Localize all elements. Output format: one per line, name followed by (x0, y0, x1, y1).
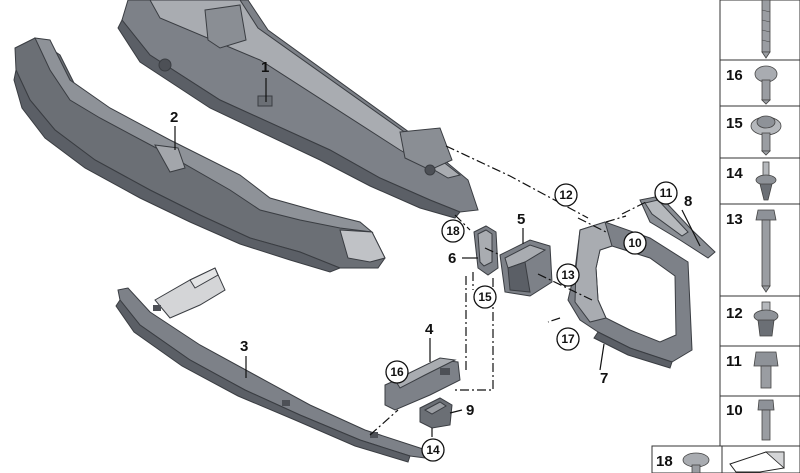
leader-lines (369, 145, 647, 440)
callout-1: 1 (261, 59, 269, 76)
part-4-bracket (384, 357, 461, 411)
callout-9: 9 (466, 402, 474, 419)
callout-16: 16 (385, 360, 409, 384)
legend-label-15: 15 (726, 115, 743, 132)
callout-12: 12 (554, 183, 578, 207)
callout-6: 6 (448, 250, 456, 267)
callouts-plain: 1 2 3 4 5 6 7 8 9 (170, 59, 692, 419)
nut-12-icon (753, 301, 779, 337)
callout-14: 14 (421, 438, 445, 462)
part-2-absorber (13, 37, 386, 273)
svg-text:13: 13 (561, 268, 575, 282)
callouts-circled: 10 11 12 13 14 15 16 17 (385, 181, 678, 462)
callout-3: 3 (240, 338, 248, 355)
part-9-clip (419, 397, 453, 429)
callout-7: 7 (600, 370, 608, 387)
svg-text:11: 11 (660, 186, 673, 200)
callout-5: 5 (517, 211, 525, 228)
callout-2: 2 (170, 109, 178, 126)
legend-label-18: 18 (656, 453, 673, 470)
bolt-10-icon (757, 399, 775, 441)
svg-text:12: 12 (559, 188, 573, 202)
svg-text:14: 14 (426, 443, 440, 457)
screw-16-icon (754, 65, 778, 105)
svg-text:15: 15 (478, 290, 492, 304)
callout-13: 13 (556, 263, 580, 287)
fastener-legend: 16 15 14 13 (651, 0, 800, 473)
long-bolt-icon (761, 0, 771, 59)
legend-label-12: 12 (726, 305, 743, 322)
part-7-frame (567, 221, 693, 369)
bolt-13-icon (755, 209, 777, 293)
part-5-bracket (499, 239, 553, 297)
callout-18: 18 (441, 219, 465, 243)
legend-label-13: 13 (726, 211, 743, 228)
callout-17: 17 (556, 327, 580, 351)
washer-screw-15-icon (750, 115, 782, 156)
legend-label-10: 10 (726, 402, 743, 419)
callout-11: 11 (654, 181, 678, 205)
part-6-bracket (473, 225, 499, 276)
svg-text:16: 16 (390, 365, 404, 379)
legend-label-16: 16 (726, 67, 743, 84)
clip-14-icon (755, 161, 777, 201)
svg-text:18: 18 (446, 224, 460, 238)
callout-10: 10 (623, 231, 647, 255)
bolt-11-icon (753, 351, 779, 389)
part-3-lower-strip (115, 267, 431, 463)
callout-lines (174, 78, 701, 414)
rivet-18-icon (682, 452, 710, 473)
svg-text:10: 10 (628, 236, 642, 250)
callout-15: 15 (473, 285, 497, 309)
callout-8: 8 (684, 193, 692, 210)
arrow-icon (729, 451, 785, 473)
legend-label-14: 14 (726, 165, 743, 182)
svg-text:17: 17 (561, 332, 575, 346)
part-1-carrier-beam (117, 0, 479, 219)
callout-4: 4 (425, 321, 434, 338)
legend-label-11: 11 (726, 353, 742, 370)
